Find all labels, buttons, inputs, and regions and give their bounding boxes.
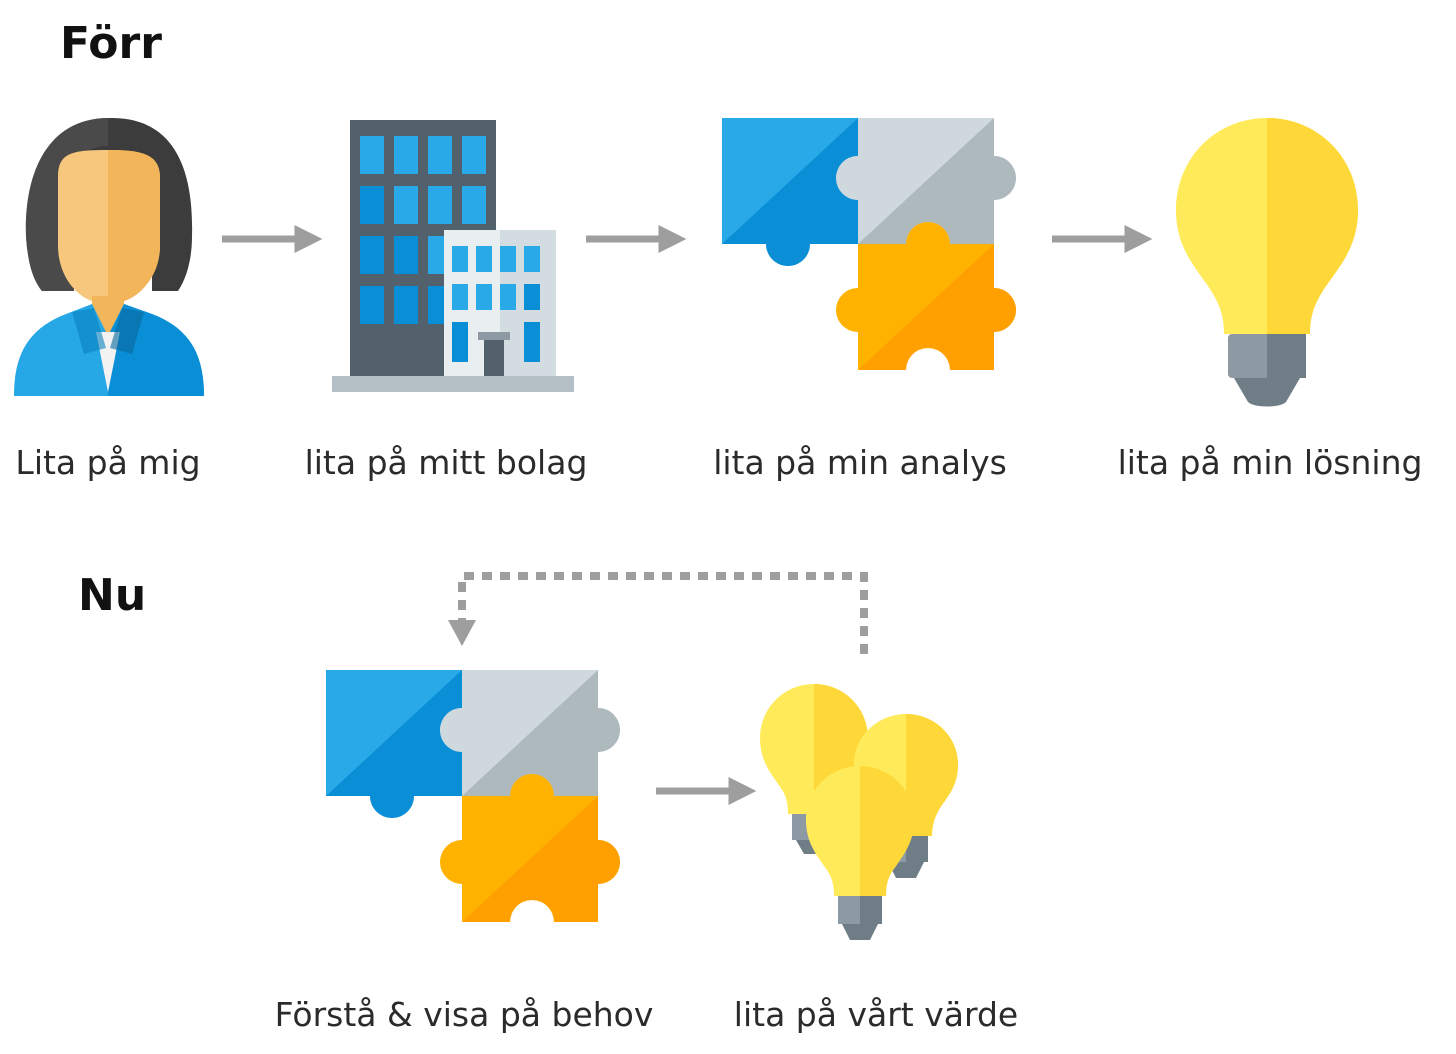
puzzle-icon: [722, 118, 1016, 370]
lightbulb-icon: [1176, 118, 1358, 407]
puzzle-icon: [326, 670, 620, 922]
flow-arrow-3: [1052, 225, 1153, 253]
office-building-icon: [332, 120, 574, 392]
step-label-trust-solution: lita på min lösning: [1117, 443, 1423, 482]
section-heading-now: Nu: [78, 570, 147, 621]
step-label-understand-needs: Förstå & visa på behov: [274, 995, 654, 1034]
flow-arrow-1: [222, 225, 323, 253]
section-heading-before: Förr: [60, 18, 162, 69]
businesswoman-icon: [14, 118, 204, 396]
flow-arrow-2: [586, 225, 687, 253]
step-label-trust-me: Lita på mig: [15, 443, 201, 482]
dashed-feedback-arrow: [448, 572, 868, 654]
step-label-trust-company: lita på mitt bolag: [304, 443, 588, 482]
lightbulbs-icon: [760, 684, 958, 940]
flow-arrow-4: [656, 777, 757, 805]
step-label-trust-value: lita på vårt värde: [733, 995, 1019, 1034]
step-label-trust-analysis: lita på min analys: [713, 443, 1007, 482]
